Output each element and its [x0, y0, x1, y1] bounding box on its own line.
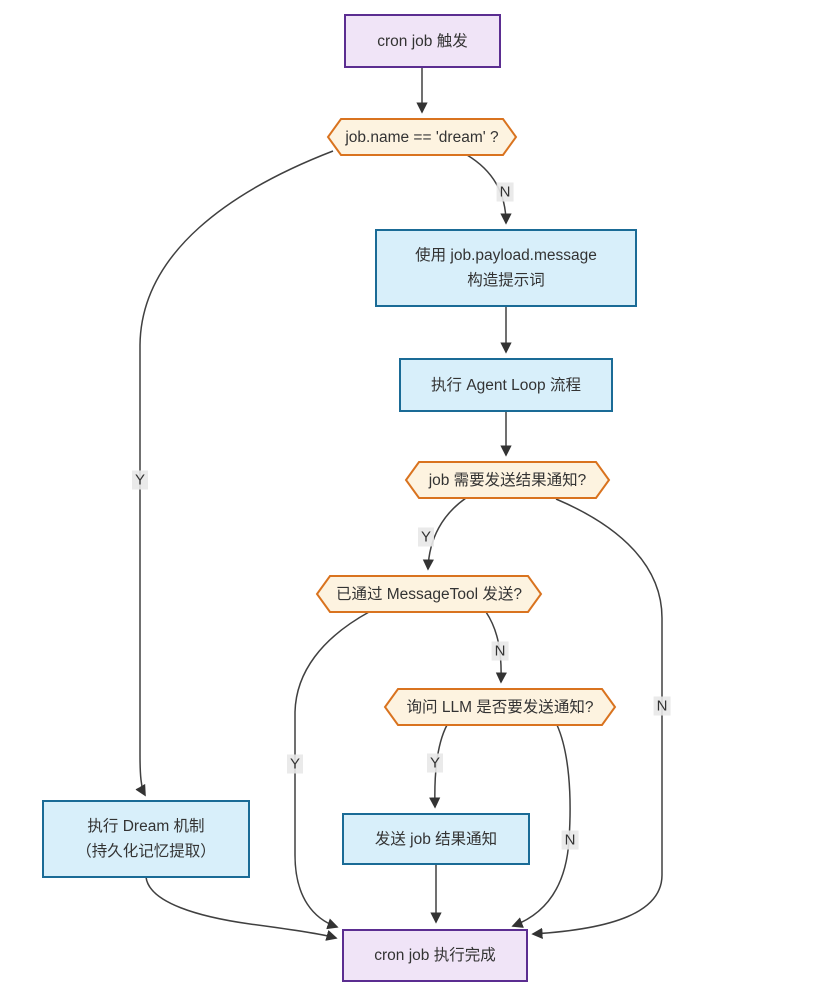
- edge-neednotify-viamessagetool-y: [422, 497, 467, 571]
- node-askllm-shape: [383, 688, 617, 726]
- node-buildprompt-shape: [375, 229, 637, 307]
- edge-label-viamessagetool-yes: Y: [286, 754, 304, 774]
- edge-label-askllm-yes: Y: [426, 753, 444, 773]
- node-trigger-shape: [344, 14, 501, 68]
- node-agentloop-shape: [399, 358, 613, 412]
- edge-dream-done: [145, 876, 338, 941]
- edge-neednotify-done-n: [531, 498, 663, 940]
- edge-viamessagetool-done-y: [294, 611, 370, 930]
- node-neednotify-shape: [404, 461, 611, 499]
- edge-label-neednotify-yes: Y: [417, 527, 435, 547]
- edge-label-isdream-yes: Y: [131, 470, 149, 490]
- node-dream-shape: [42, 800, 250, 878]
- edge-label-neednotify-no: N: [653, 696, 671, 716]
- node-sendresult-shape: [342, 813, 530, 865]
- edge-isdream-dream-y: [135, 150, 334, 797]
- edge-label-askllm-no: N: [561, 830, 579, 850]
- edge-label-isdream-no: N: [496, 182, 514, 202]
- edge-isdream-buildprompt-n: [466, 154, 512, 225]
- edge-label-viamessagetool-no: N: [491, 641, 509, 661]
- node-isdream-shape: [326, 118, 518, 156]
- node-viamessagetool-shape: [315, 575, 543, 613]
- node-done-shape: [342, 929, 528, 982]
